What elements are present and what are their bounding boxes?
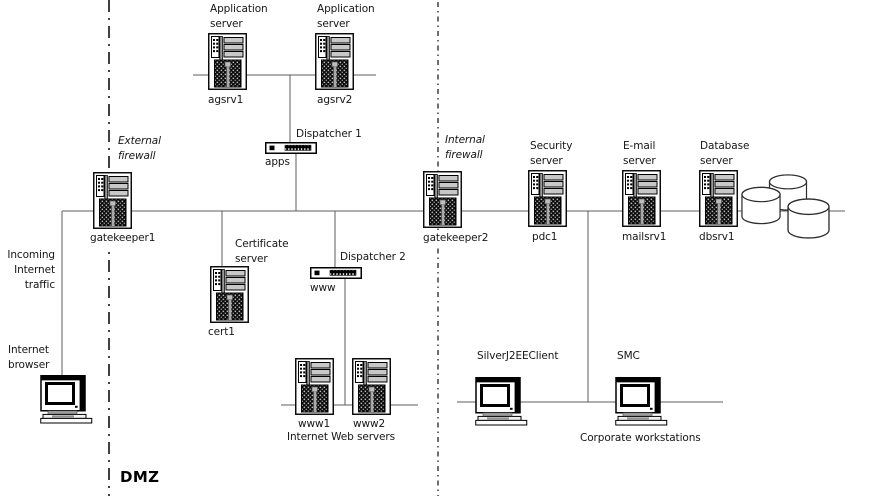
label-dbsrv1-title: Database server bbox=[700, 140, 750, 167]
label-agsrv2-title: Application server bbox=[317, 3, 375, 30]
label-agsrv1-name: agsrv1 bbox=[208, 94, 244, 106]
server-icon-gatekeeper2 bbox=[423, 171, 462, 228]
label-pdc1-title: Security server bbox=[530, 140, 573, 167]
dispatcher2-icon bbox=[310, 267, 362, 279]
label-internet-web-servers: Internet Web servers bbox=[287, 431, 395, 443]
label-www1-name: www1 bbox=[298, 418, 331, 430]
server-icon-www1 bbox=[295, 358, 334, 415]
label-corporate-workstations: Corporate workstations bbox=[580, 432, 701, 444]
server-icon-cert1 bbox=[210, 266, 249, 323]
server-icon-agsrv1 bbox=[208, 33, 247, 90]
label-agsrv1-title: Application server bbox=[210, 3, 268, 30]
label-smc: SMC bbox=[617, 350, 640, 362]
label-mailsrv1-name: mailsrv1 bbox=[622, 231, 667, 243]
server-icon-dbsrv1 bbox=[699, 170, 738, 227]
server-icon-gatekeeper1 bbox=[93, 172, 132, 229]
label-cert1-title: Certificate server bbox=[235, 238, 289, 265]
server-icon-pdc1 bbox=[528, 170, 567, 227]
label-dispatcher2-name: www bbox=[310, 282, 336, 294]
label-internal-firewall: Internal firewall bbox=[445, 134, 485, 161]
label-agsrv2-name: agsrv2 bbox=[317, 94, 353, 106]
silverj2eeclient-workstation-icon bbox=[475, 377, 528, 426]
label-dispatcher2-title: Dispatcher 2 bbox=[340, 251, 406, 263]
label-mailsrv1-title: E-mail server bbox=[623, 140, 656, 167]
label-internet-browser: Internet browser bbox=[8, 344, 50, 371]
server-icon-www2 bbox=[352, 358, 391, 415]
label-cert1-name: cert1 bbox=[208, 326, 235, 338]
server-icon-agsrv2 bbox=[315, 33, 354, 90]
smc-workstation-icon bbox=[615, 377, 668, 426]
label-dispatcher1-title: Dispatcher 1 bbox=[296, 128, 362, 140]
internet-browser-workstation-icon bbox=[40, 375, 93, 424]
label-dbsrv1-name: dbsrv1 bbox=[699, 231, 735, 243]
label-silverj2eeclient: SilverJ2EEClient bbox=[477, 350, 559, 362]
server-icon-mailsrv1 bbox=[622, 170, 661, 227]
label-gatekeeper1-name: gatekeeper1 bbox=[90, 231, 158, 246]
label-incoming-internet-traffic: Incoming Internet traffic bbox=[7, 249, 55, 291]
label-gatekeeper2-name: gatekeeper2 bbox=[423, 231, 491, 246]
database-cylinder-icon bbox=[741, 186, 781, 225]
label-dmz: DMZ bbox=[120, 468, 160, 486]
label-pdc1-name: pdc1 bbox=[532, 231, 558, 243]
label-www2-name: www2 bbox=[353, 418, 386, 430]
database-cylinder-icon bbox=[787, 198, 830, 239]
dispatcher1-icon bbox=[265, 142, 317, 154]
label-dispatcher1-name: apps bbox=[265, 156, 290, 168]
label-external-firewall: External firewall bbox=[118, 135, 161, 162]
